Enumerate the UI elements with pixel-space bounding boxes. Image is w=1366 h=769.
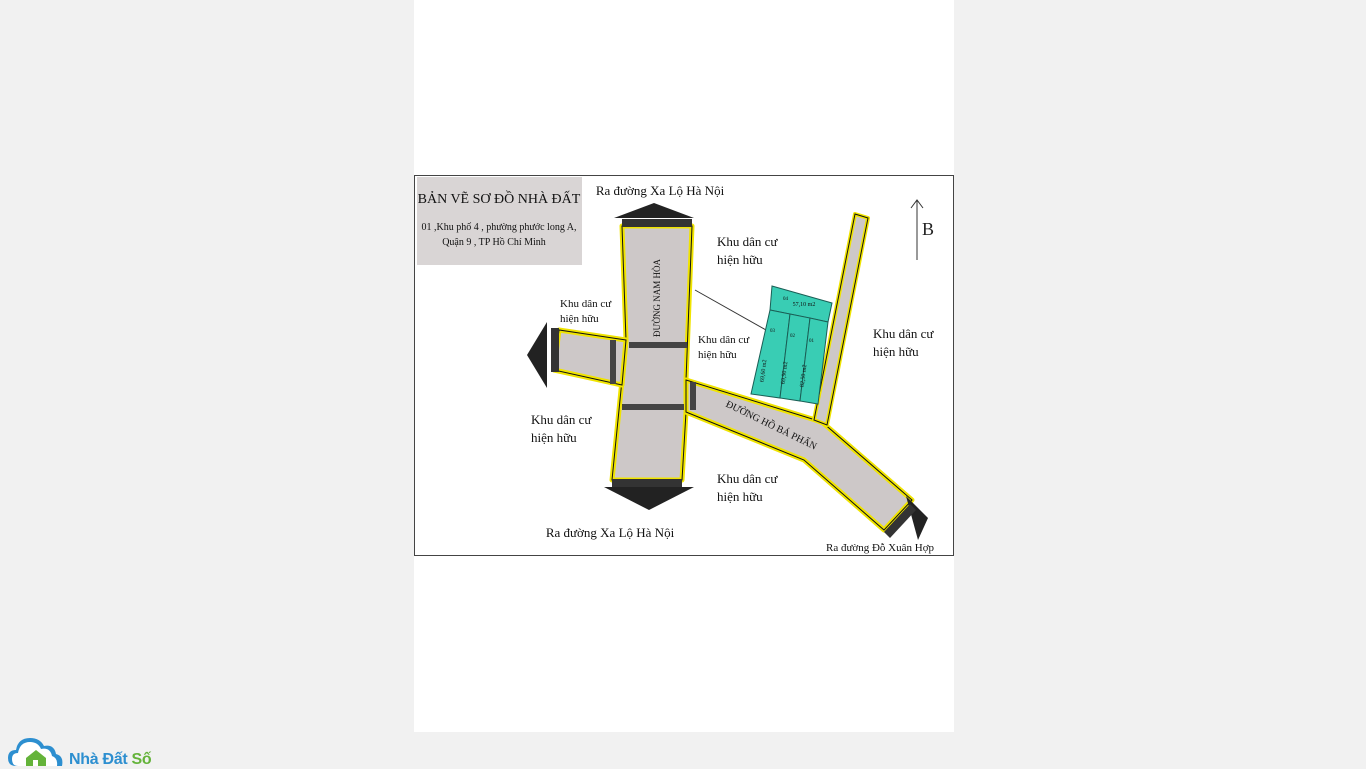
lot-01 (799, 317, 829, 405)
exit-arrow-west (527, 322, 547, 388)
land-map: BẢN VẼ SƠ ĐỒ NHÀ ĐẤT 01 ,Khu phố 4 , phư… (414, 175, 954, 556)
residential-ne-l2: hiện hữu (717, 252, 763, 267)
exit-arrow-bottom (604, 487, 694, 510)
residential-ne-l1: Khu dân cư (717, 234, 778, 249)
address-line-2: Quận 9 , TP Hồ Chí Minh (442, 237, 546, 248)
land-lots: 57,10 m2 04 03 02 01 69,60 m2 69,90 m2 8… (750, 285, 833, 405)
exit-label-top: Ra đường Xa Lộ Hà Nội (596, 183, 725, 198)
exit-label-bottom: Ra đường Xa Lộ Hà Nội (546, 525, 675, 540)
lot-03-id: 03 (770, 329, 776, 334)
leader-line (694, 289, 767, 331)
road-hatching (610, 340, 696, 410)
exit-label-bottom-right: Ra đường Đỗ Xuân Hợp (826, 542, 935, 554)
logo-text-part1: Nhà Đất (69, 751, 128, 768)
cloud-house-icon (8, 738, 63, 766)
residential-nw-l2: hiện hữu (560, 313, 599, 325)
north-arrow-icon (910, 199, 924, 260)
residential-labels: Khu dân cư hiện hữu Khu dân cư hiện hữu … (531, 234, 934, 504)
residential-e-l1: Khu dân cư (873, 326, 934, 341)
lot-02-id: 02 (790, 334, 796, 339)
lot-04-area: 57,10 m2 (793, 302, 816, 308)
residential-labels-small: Khu dân cư hiện hữu Khu dân cư hiện hữu (560, 298, 750, 361)
residential-w-l2: hiện hữu (531, 430, 577, 445)
residential-w-l1: Khu dân cư (531, 412, 592, 427)
map-title: BẢN VẼ SƠ ĐỒ NHÀ ĐẤT (418, 189, 581, 207)
exit-arrow-top (614, 203, 694, 218)
title-box: BẢN VẼ SƠ ĐỒ NHÀ ĐẤT 01 ,Khu phố 4 , phư… (417, 177, 582, 265)
residential-nw-l1: Khu dân cư (560, 298, 612, 310)
residential-c-l1: Khu dân cư (698, 334, 750, 346)
lot-01-area: 82,50 m2 (800, 364, 809, 387)
residential-c-l2: hiện hữu (698, 349, 737, 361)
address-line-1: 01 ,Khu phố 4 , phường phước long A, (421, 222, 576, 233)
image-viewer: BẢN VẼ SƠ ĐỒ NHÀ ĐẤT 01 ,Khu phố 4 , phư… (414, 0, 954, 732)
nhadatso-logo[interactable]: Nhà Đất Số (6, 732, 166, 768)
lot-01-id: 01 (809, 339, 815, 344)
residential-s-l2: hiện hữu (717, 489, 763, 504)
lot-04-id: 04 (783, 297, 789, 302)
lot-02-area: 69,90 m2 (781, 361, 790, 384)
residential-s-l1: Khu dân cư (717, 471, 778, 486)
north-label: B (922, 219, 934, 239)
logo-text: Nhà Đất Số (69, 751, 152, 769)
residential-e-l2: hiện hữu (873, 344, 919, 359)
lot-03-area: 69,60 m2 (760, 359, 769, 382)
logo-text-part2: Số (131, 751, 152, 768)
street-label-nam-hoa: ĐƯỜNG NAM HÒA (652, 259, 662, 337)
